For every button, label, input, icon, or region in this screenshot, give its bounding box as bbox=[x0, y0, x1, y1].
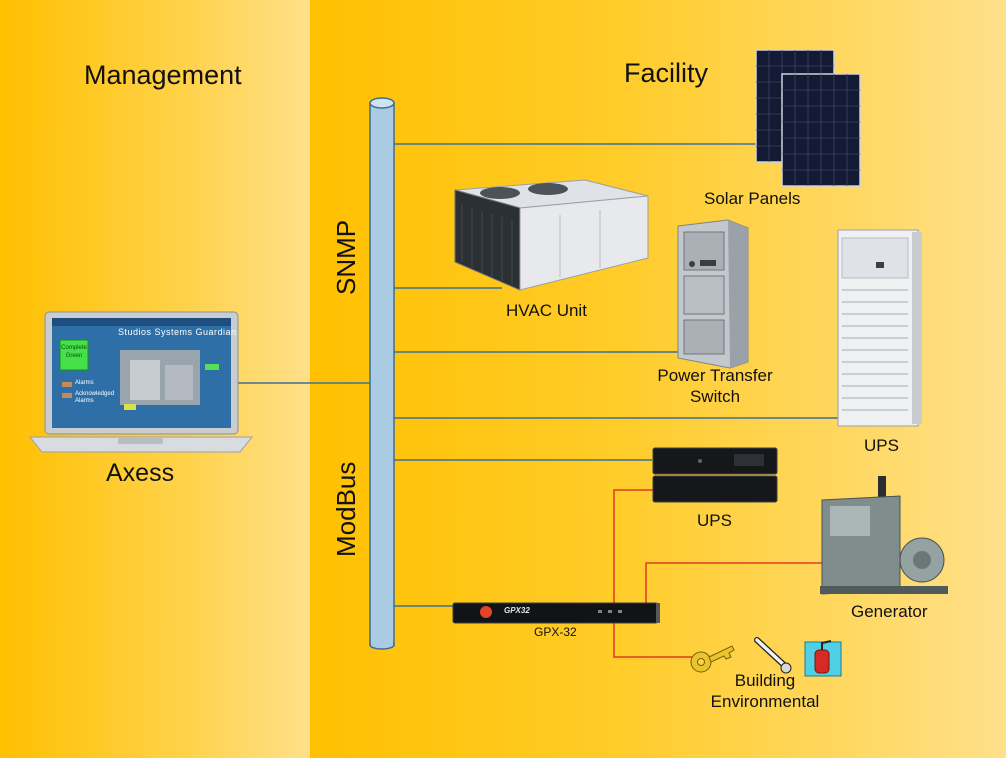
ups-tower-icon bbox=[837, 229, 922, 427]
ups-tower-label: UPS bbox=[864, 436, 899, 455]
hvac-unit-label: HVAC Unit bbox=[506, 301, 587, 320]
bus-links bbox=[238, 143, 838, 607]
axess-laptop bbox=[28, 311, 254, 453]
solar-panels-icon bbox=[755, 49, 861, 187]
snmp-label: SNMP bbox=[331, 219, 361, 295]
key-icon bbox=[690, 645, 735, 673]
bus-pipe bbox=[369, 97, 395, 650]
power-transfer-switch-label-line2: Switch bbox=[689, 387, 741, 406]
solar-panels-label: Solar Panels bbox=[704, 189, 801, 208]
axess-screen-legend-ack: Acknowledged Alarms bbox=[75, 391, 115, 404]
axess-label: Axess bbox=[106, 459, 175, 487]
building-environmental-label-line2: Environmental bbox=[710, 692, 820, 711]
axess-screen-legend-alarms: Alarms bbox=[75, 380, 94, 386]
gpx32-faceplate-label: GPX32 bbox=[504, 606, 530, 615]
building-environmental-label: Building Environmental bbox=[692, 670, 838, 712]
power-transfer-switch-label: Power Transfer Switch bbox=[640, 365, 790, 407]
serial-generator bbox=[640, 562, 828, 611]
modbus-label: ModBus bbox=[331, 461, 361, 557]
hvac-unit-icon bbox=[454, 179, 649, 291]
complete-green-badge bbox=[59, 339, 89, 371]
management-title: Management bbox=[84, 60, 242, 90]
power-transfer-switch-label-line1: Power Transfer bbox=[657, 366, 773, 385]
gpx32-label: GPX-32 bbox=[534, 625, 577, 639]
facility-title: Facility bbox=[624, 58, 709, 88]
gpx32-device-icon bbox=[452, 602, 660, 624]
generator-label: Generator bbox=[851, 602, 928, 621]
power-transfer-switch-icon bbox=[677, 219, 749, 369]
ups-rack-label: UPS bbox=[697, 511, 732, 530]
fire-extinguisher-icon bbox=[804, 640, 842, 677]
generator-icon bbox=[820, 476, 948, 595]
ups-rack-icon bbox=[652, 447, 778, 503]
thermometer-icon bbox=[754, 637, 792, 674]
building-environmental-label-line1: Building bbox=[734, 671, 796, 690]
axess-screen-badge: Complete Green bbox=[61, 345, 87, 359]
axess-screen-title: Studios Systems Guardian bbox=[118, 327, 237, 337]
serial-ups-building bbox=[613, 489, 700, 658]
